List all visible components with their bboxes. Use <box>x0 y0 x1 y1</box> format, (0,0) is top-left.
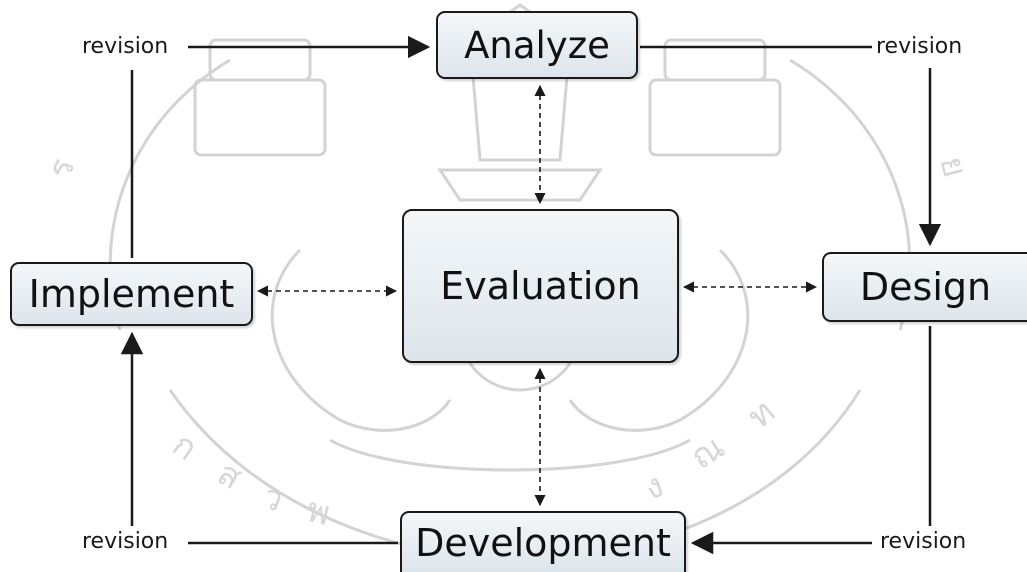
evaluation-label: Evaluation <box>440 264 641 308</box>
evaluation-node: Evaluation <box>402 209 679 363</box>
design-label: Design <box>859 265 992 309</box>
design-node: Design <box>822 252 1027 322</box>
revision-label-top-left: revision <box>82 34 169 59</box>
revision-label-top-right: revision <box>876 34 963 59</box>
revision-label-bottom-left: revision <box>82 529 169 554</box>
implement-label: Implement <box>28 272 235 316</box>
analyze-label: Analyze <box>464 23 610 67</box>
analyze-node: Analyze <box>436 11 638 79</box>
implement-node: Implement <box>10 262 253 326</box>
revision-label-bottom-right: revision <box>880 529 967 554</box>
development-node: Development <box>400 511 686 572</box>
development-label: Development <box>415 520 671 565</box>
